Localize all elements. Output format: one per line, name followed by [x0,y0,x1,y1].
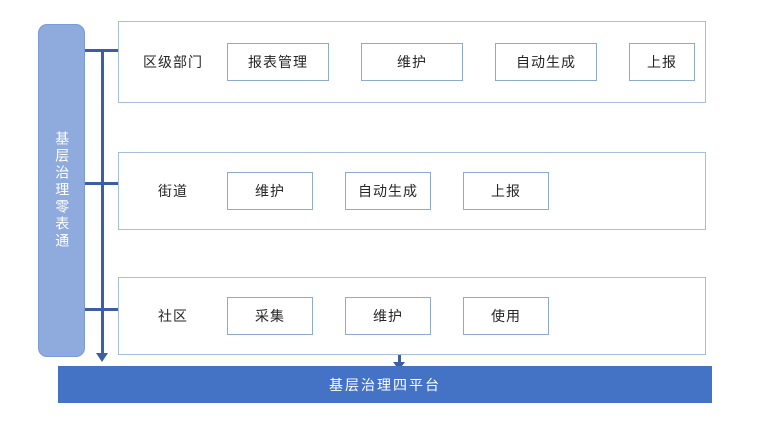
node-district-3[interactable]: 上报 [629,43,695,81]
node-community-1[interactable]: 维护 [345,297,431,335]
level-row-community: 社区 采集 维护 使用 [118,277,706,355]
branch-connector-street [85,182,120,185]
node-community-0[interactable]: 采集 [227,297,313,335]
branch-connector-community [85,308,120,311]
level-nodes-district: 报表管理 维护 自动生成 上报 [227,43,695,81]
node-district-0[interactable]: 报表管理 [227,43,329,81]
level-row-district: 区级部门 报表管理 维护 自动生成 上报 [118,21,706,103]
trunk-connector-line [101,50,104,355]
node-district-2[interactable]: 自动生成 [495,43,597,81]
node-street-1[interactable]: 自动生成 [345,172,431,210]
trunk-arrow-down-icon [96,353,108,362]
pillar-zero-form-platform[interactable]: 基层治理零表通 [38,24,85,357]
node-district-1[interactable]: 维护 [361,43,463,81]
level-row-street: 街道 维护 自动生成 上报 [118,152,706,230]
level-title-community: 社区 [158,308,188,324]
node-street-0[interactable]: 维护 [227,172,313,210]
platform-link-line [398,349,401,367]
level-nodes-street: 维护 自动生成 上报 [227,172,581,210]
level-nodes-community: 采集 维护 使用 [227,297,581,335]
level-title-street: 街道 [158,183,188,199]
level-title-district: 区级部门 [143,54,203,70]
pillar-label: 基层治理零表通 [54,131,71,250]
node-community-2[interactable]: 使用 [463,297,549,335]
branch-connector-district [85,49,120,52]
platform-label: 基层治理四平台 [329,376,441,393]
platform-bar[interactable]: 基层治理四平台 [58,366,712,403]
node-street-2[interactable]: 上报 [463,172,549,210]
